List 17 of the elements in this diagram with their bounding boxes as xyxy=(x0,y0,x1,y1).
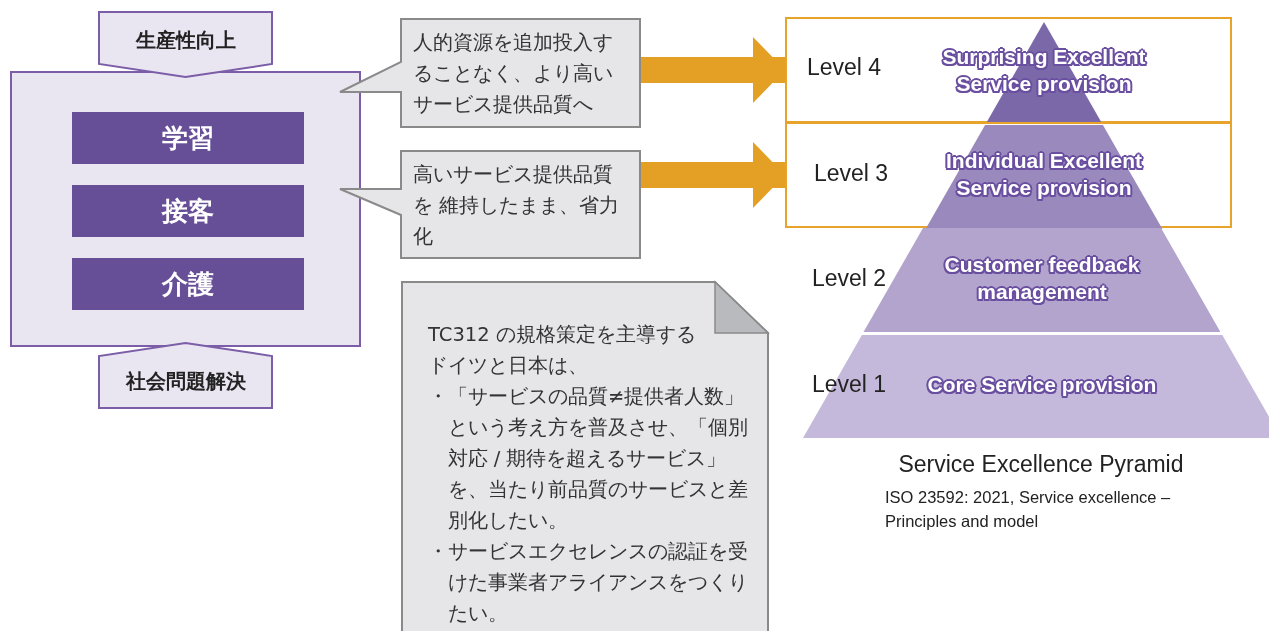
level-label: Level 3 xyxy=(814,159,889,187)
block-arrow xyxy=(641,142,785,208)
category-bar: 介護 xyxy=(72,258,304,310)
pyramid-layer: Level 1 Core Service provision xyxy=(802,335,1269,438)
category-bar: 接客 xyxy=(72,185,304,237)
caption: Service Excellence Pyramid xyxy=(897,450,1185,478)
level-frame xyxy=(785,122,1232,228)
speech-bubble: 人的資源を追加投入することなく、より高いサービス提供品質へ xyxy=(340,18,641,128)
block-arrow xyxy=(641,37,785,103)
level-label: Level 4 xyxy=(807,53,882,81)
note-sheet: TC312 の規格策定を主導するドイツと日本は、 ・「サービスの品質≠提供者人数」という考え方を普及させ、「個別対応 / 期待を超えるサービス」を、当たり前品質のサービスと差別化したい。 ・サービスエクセレンスの認証を受けた事業者アライアンスをつくりたい。 xyxy=(401,281,769,631)
category-bar: 学習 xyxy=(72,112,304,164)
level-frame xyxy=(785,17,1232,123)
chevron-label: 生産性向上 xyxy=(98,11,273,78)
speech-bubble: 高いサービス提供品質を 維持したまま、省力化 xyxy=(340,150,641,259)
reference-note: ISO 23592: 2021, Service excellence – Principles and model xyxy=(885,487,1172,532)
chevron-label: 社会問題解決 xyxy=(98,342,273,409)
